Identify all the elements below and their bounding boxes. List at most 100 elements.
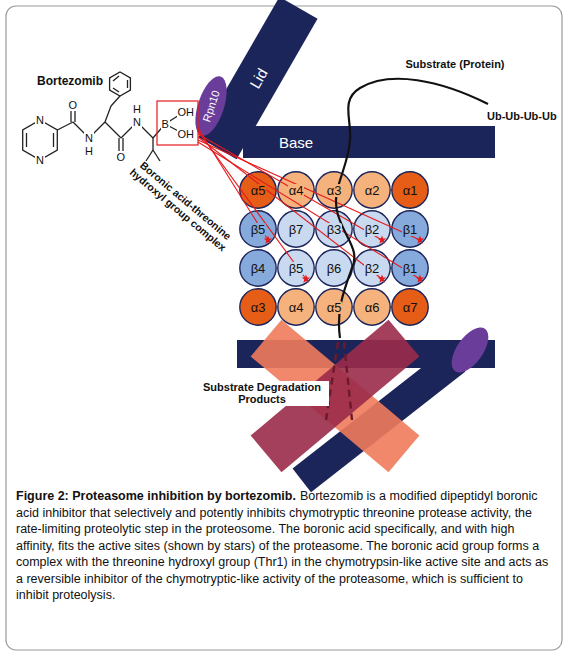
leader-line — [198, 131, 306, 279]
subunit-label: β7 — [288, 223, 305, 236]
ellipse-shape — [189, 73, 233, 140]
active-site-star — [264, 236, 273, 244]
alpha-subunit: α5 — [239, 171, 277, 209]
subunit-circle — [316, 250, 352, 286]
degradation-label: Substrate Degradation Products — [195, 381, 329, 406]
drug-name: Bortezomib — [37, 75, 103, 89]
subunit-circle — [392, 211, 428, 247]
double-bond — [118, 138, 119, 151]
figure-border — [6, 6, 562, 650]
ubiquitin-chain-label: Ub-Ub-Ub-Ub — [487, 110, 557, 123]
alpha-subunit: α4 — [277, 288, 315, 326]
subunit-label: α4 — [288, 301, 305, 314]
subunit-circle — [240, 250, 276, 286]
atom-label: N — [132, 116, 142, 129]
subunit-label: α1 — [402, 184, 419, 197]
subunit-circle — [354, 250, 390, 286]
leader-line — [198, 137, 382, 279]
bond — [153, 150, 160, 161]
subunit-circle — [392, 172, 428, 208]
subunit-label: α7 — [402, 301, 419, 314]
subunit-label: α3 — [326, 184, 343, 197]
alpha-subunit: α4 — [277, 171, 315, 209]
caption-text: Bortezomib is a modified dipeptidyl boro… — [16, 489, 548, 602]
substrate-label: Substrate (Protein) — [406, 58, 505, 71]
subunit-label: β1 — [402, 262, 419, 275]
subunit-label: α6 — [364, 301, 381, 314]
double-bond — [127, 80, 128, 88]
beta-subunit: β5 — [277, 249, 315, 287]
subunit-label: β5 — [288, 262, 305, 275]
beta-subunit: β3 — [315, 210, 353, 248]
subunit-label: α2 — [364, 184, 381, 197]
bond — [57, 122, 73, 130]
atom-label: OH — [177, 106, 196, 119]
subunit-label: β1 — [402, 223, 419, 236]
phenyl-ring — [110, 72, 131, 96]
subunit-label: α5 — [326, 301, 343, 314]
double-bond — [53, 133, 54, 147]
double-bond — [26, 133, 27, 147]
subunit-label: α3 — [250, 301, 267, 314]
bond — [105, 122, 121, 138]
bond — [111, 96, 120, 106]
double-bond — [113, 88, 119, 92]
subunit-circle — [278, 289, 314, 325]
figure-caption: Figure 2: Proteasome inhibition by borte… — [16, 488, 552, 604]
atom-label: N — [35, 114, 45, 127]
subunit-circle — [354, 211, 390, 247]
subunit-circle — [392, 250, 428, 286]
beta-subunit: β1 — [391, 210, 429, 248]
subunit-circle — [240, 289, 276, 325]
beta-subunit: β1 — [391, 249, 429, 287]
atom-label: N — [35, 154, 45, 167]
atom-label: B — [161, 118, 170, 131]
double-bond — [122, 138, 123, 151]
subunit-label: α5 — [250, 184, 267, 197]
double-bond — [113, 76, 119, 81]
figure-title: Figure 2: Proteasome inhibition by borte… — [16, 489, 296, 503]
double-bond — [70, 110, 71, 122]
beta-subunit: β5 — [239, 210, 277, 248]
boronic-acid-box — [157, 101, 198, 145]
leader-line — [198, 134, 382, 240]
subunit-circle — [278, 172, 314, 208]
beta-subunit: β7 — [277, 210, 315, 248]
alpha-subunit: α1 — [391, 171, 429, 209]
double-bond — [74, 110, 75, 122]
alpha-subunit: α7 — [391, 288, 429, 326]
subunit-label: Base — [279, 135, 313, 150]
substrate-chain-dashed — [326, 342, 352, 420]
bortezomib-structure — [23, 72, 184, 161]
subunit-label: β2 — [364, 262, 381, 275]
beta-subunit: β4 — [239, 249, 277, 287]
active-site-star — [416, 275, 425, 283]
active-site-star — [378, 275, 387, 283]
alpha-subunit: α6 — [353, 288, 391, 326]
atom-label: O — [68, 99, 79, 112]
subunit-circle — [316, 211, 352, 247]
bottom-rpn10-ellipse — [444, 321, 495, 379]
leader-line — [198, 142, 420, 279]
active-site-star — [416, 236, 425, 244]
subunit-label: β6 — [326, 262, 343, 275]
atom-label: OH — [177, 128, 196, 141]
subunit-label: β5 — [250, 223, 267, 236]
subunit-label: α4 — [288, 184, 305, 197]
subunit-circle — [316, 289, 352, 325]
subunit-label: β2 — [364, 223, 381, 236]
alpha-subunit: α3 — [315, 171, 353, 209]
subunit-circle — [354, 172, 390, 208]
alpha-subunit: α5 — [315, 288, 353, 326]
active-site-star — [378, 236, 387, 244]
subunit-circle — [240, 172, 276, 208]
beta-subunit: β2 — [353, 249, 391, 287]
substrate-chain — [336, 79, 488, 338]
binding-leader-lines — [198, 128, 420, 279]
subunit-label: β4 — [250, 262, 267, 275]
subunit-circle — [392, 289, 428, 325]
subunit-circle — [316, 172, 352, 208]
beta-subunit: β6 — [315, 249, 353, 287]
alpha-subunit: α2 — [353, 171, 391, 209]
subunit-circle — [278, 250, 314, 286]
